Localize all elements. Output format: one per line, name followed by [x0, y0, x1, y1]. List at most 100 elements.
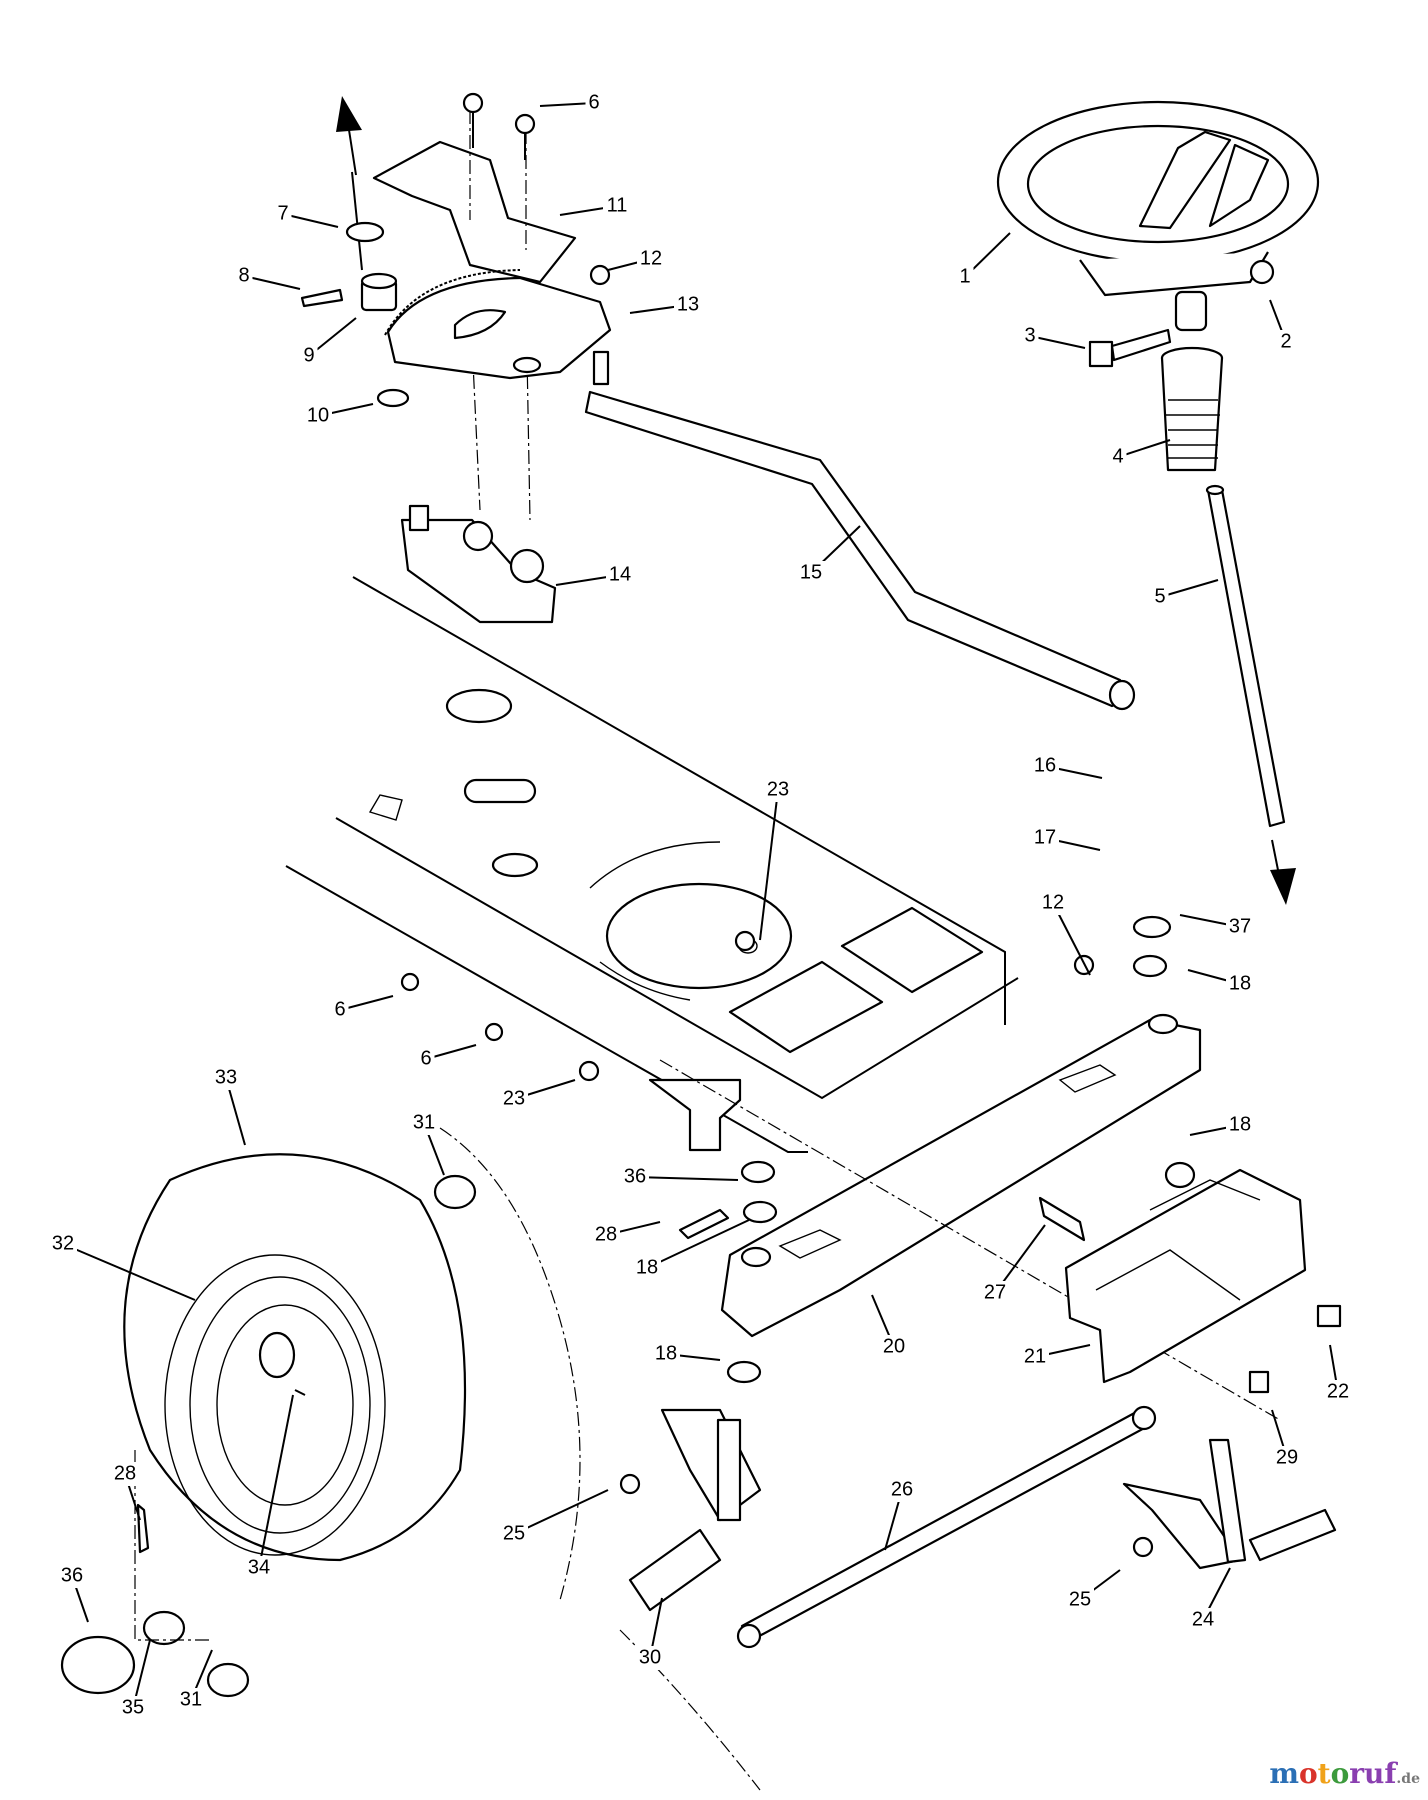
label-backing [1031, 826, 1059, 850]
label-backing [1151, 585, 1169, 609]
label-backing [1273, 1446, 1301, 1470]
drag-link [584, 390, 1136, 711]
steering-wheel [996, 100, 1320, 332]
label-backing [500, 1087, 528, 1111]
spacer-bar [1038, 1196, 1086, 1242]
label-backing [1031, 754, 1059, 778]
leader-line [539, 102, 595, 107]
part-number-label: 31 [413, 1111, 435, 1133]
part-number-label: 12 [1042, 891, 1064, 913]
part-number-label: 4 [1112, 445, 1123, 467]
steering-column [1205, 484, 1286, 828]
label-backing [636, 1646, 664, 1670]
label-backing [245, 1556, 273, 1580]
bolt-12 [589, 264, 611, 386]
label-backing [603, 194, 631, 218]
column-bellows [1160, 346, 1224, 472]
leader-line [243, 275, 301, 290]
label-backing [592, 1223, 620, 1247]
watermark-part: t [1317, 1757, 1331, 1790]
label-backing [331, 998, 349, 1022]
main-frame [285, 576, 1019, 1153]
label-backing [797, 561, 825, 585]
part-number-label: 8 [238, 264, 249, 286]
right-spindle [1122, 1438, 1337, 1570]
part-number-label: 14 [609, 563, 631, 585]
part-number-label: 25 [503, 1522, 525, 1544]
leader-line [759, 789, 779, 941]
part-number-label: 2 [1280, 330, 1291, 352]
part-number-label: 23 [503, 1087, 525, 1109]
part-number-label: 22 [1327, 1380, 1349, 1402]
part-number-label: 3 [1024, 324, 1035, 346]
label-backing [621, 1165, 649, 1189]
label-backing [1226, 972, 1254, 996]
motoruf-watermark: motoruf.de [1269, 1757, 1420, 1790]
part-number-label: 18 [636, 1256, 658, 1278]
part-number-label: 33 [215, 1066, 237, 1088]
part-number-label: 9 [303, 344, 314, 366]
bolts-6 [462, 92, 536, 160]
part-number-label: 18 [1229, 972, 1251, 994]
o-ring [376, 388, 410, 408]
watermark-part: o [1330, 1757, 1350, 1790]
pinion-gear [360, 272, 398, 312]
label-backing [274, 202, 292, 226]
label-backing [212, 1066, 240, 1090]
label-backing [1066, 1588, 1094, 1612]
part-number-label: 36 [624, 1165, 646, 1187]
rear-tire [123, 1153, 467, 1562]
leader-line [1117, 439, 1171, 458]
hub-parts [60, 915, 1196, 1698]
axle-mount-bracket [1064, 1168, 1307, 1384]
label-backing [417, 1047, 435, 1071]
label-backing [1109, 445, 1127, 469]
label-backing [674, 293, 702, 317]
label-backing [1021, 324, 1039, 348]
part-number-label: 10 [307, 404, 329, 426]
steering-bracket [400, 504, 557, 624]
label-backing [500, 1522, 528, 1546]
exploded-view-drawing [60, 92, 1342, 1791]
part-number-label: 28 [595, 1223, 617, 1245]
label-backing [981, 1281, 1009, 1305]
leader-line [634, 1176, 739, 1181]
part-number-label: 1 [959, 265, 970, 287]
part-number-label: 25 [1069, 1588, 1091, 1610]
up-arrow-icon [336, 96, 363, 271]
label-backing [652, 1342, 680, 1366]
left-spindle [628, 1408, 762, 1612]
part-number-label: 6 [420, 1047, 431, 1069]
label-backing [764, 778, 792, 802]
label-backing [410, 1111, 438, 1135]
part-number-label: 20 [883, 1335, 905, 1357]
part-number-label: 23 [767, 778, 789, 800]
watermark-part: ruf [1349, 1757, 1397, 1790]
label-backing [1021, 1345, 1049, 1369]
part-number-label: 27 [984, 1281, 1006, 1303]
part-number-label: 17 [1034, 826, 1056, 848]
label-backing [58, 1564, 86, 1588]
sector-gear [384, 269, 612, 380]
leader-line [1029, 335, 1086, 349]
leader-line [62, 1243, 196, 1301]
part-number-label: 26 [891, 1478, 913, 1500]
leader-line [282, 213, 339, 228]
part-number-label: 6 [334, 998, 345, 1020]
leader-line [258, 1394, 294, 1569]
label-backing [633, 1256, 661, 1280]
label-backing [1189, 1608, 1217, 1632]
label-backing [637, 247, 665, 271]
down-arrow-icon [1270, 839, 1296, 905]
label-backing [1324, 1380, 1352, 1404]
ghost-wheel-outline [134, 1127, 761, 1791]
label-backing [1226, 915, 1254, 939]
part-number-label: 37 [1229, 915, 1251, 937]
part-number-label: 28 [114, 1462, 136, 1484]
part-number-label: 13 [677, 293, 699, 315]
part-number-label: 6 [588, 91, 599, 113]
part-number-label: 16 [1034, 754, 1056, 776]
watermark-part: m [1269, 1757, 1299, 1790]
part-number-label: 12 [640, 247, 662, 269]
